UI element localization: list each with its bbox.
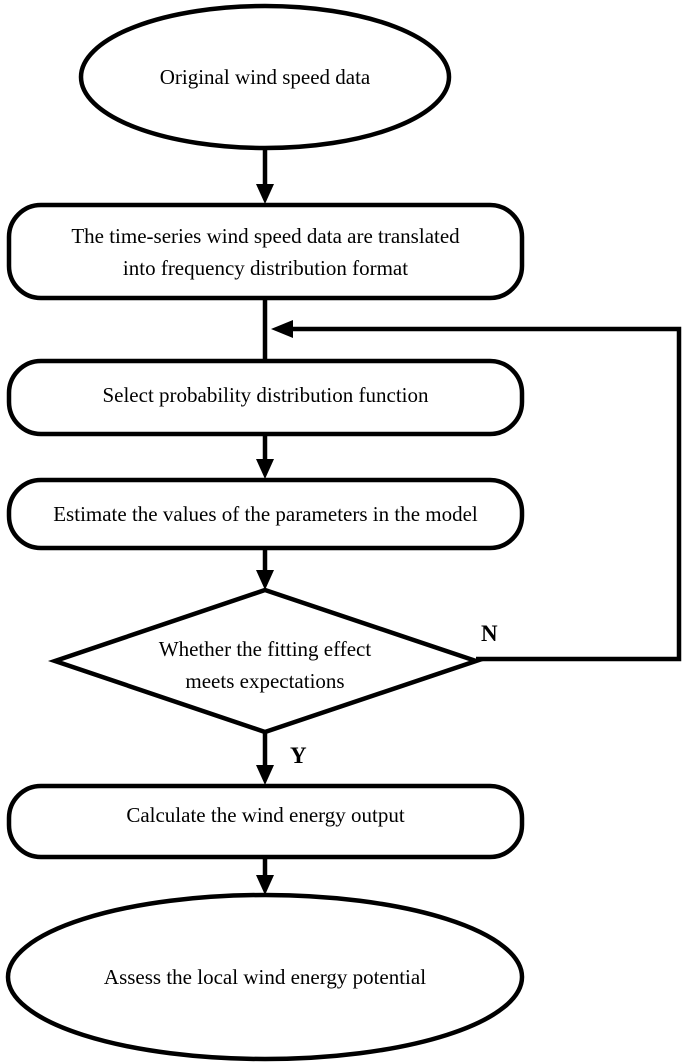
calculate-text: Calculate the wind energy output — [126, 803, 405, 827]
translate-node-label: The time-series wind speed data are tran… — [12, 213, 519, 290]
start-node-label: Original wind speed data — [81, 52, 449, 102]
branch-label-yes: Y — [290, 743, 307, 768]
start-text: Original wind speed data — [159, 65, 371, 89]
end-node-label: Assess the local wind energy potential — [30, 954, 500, 1000]
arrowhead-calculate-to-end — [256, 875, 274, 895]
arrowhead-estimate-to-decision — [256, 570, 274, 590]
decision-text-line1: Whether the fitting effect — [158, 637, 372, 661]
decision-text-line2: meets expectations — [185, 669, 345, 693]
end-text: Assess the local wind energy potential — [103, 965, 427, 989]
arrowhead-start-to-translate — [256, 184, 274, 204]
feedback-loop-line — [290, 326, 682, 662]
arrowhead-feedback-loop — [271, 320, 293, 338]
select-text: Select probability distribution function — [102, 383, 429, 407]
translate-text-line1: The time-series wind speed data are tran… — [71, 223, 460, 248]
estimate-text: Estimate the values of the parameters in… — [53, 502, 478, 526]
branch-label-no: N — [481, 621, 498, 646]
calculate-node-label: Calculate the wind energy output — [12, 792, 519, 838]
estimate-node-label: Estimate the values of the parameters in… — [10, 491, 521, 537]
arrowhead-select-to-estimate — [256, 459, 274, 479]
select-node-label: Select probability distribution function — [12, 372, 519, 418]
translate-text-line2: into frequency distribution format — [122, 255, 409, 280]
arrowhead-decision-to-calculate — [256, 765, 274, 785]
decision-node-label: Whether the fitting effect meets expecta… — [120, 633, 410, 697]
